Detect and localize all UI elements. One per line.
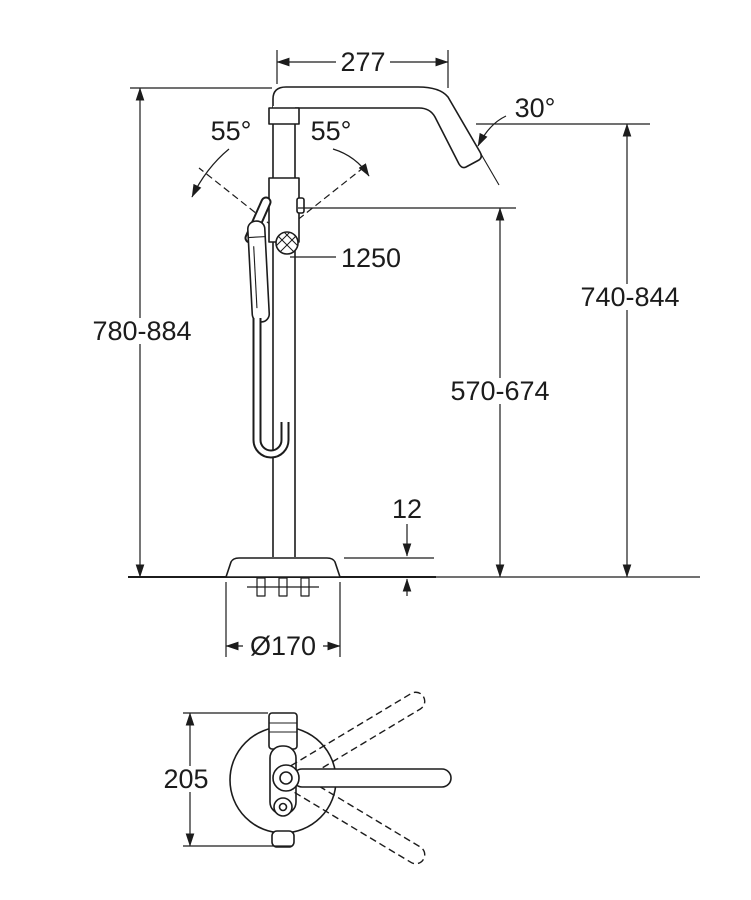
label-plan-depth: 205 (163, 764, 208, 794)
lever-pivot-inner (279, 771, 293, 785)
spout-union-nut (268, 107, 300, 125)
label-swivel-angle-left: 55° (211, 116, 252, 146)
label-swivel-angle-right: 55° (311, 116, 352, 146)
label-plate-thickness: 12 (392, 494, 422, 524)
label-spout-reach: 277 (340, 47, 385, 77)
dimension-spout-height (476, 123, 650, 578)
hand-shower-wand (247, 220, 271, 323)
spout-outline (272, 86, 483, 169)
spout-angle-reference-line (480, 153, 500, 186)
shower-holder-mount (268, 712, 298, 750)
label-spout-angle: 30° (515, 93, 556, 123)
dimension-labels: 277 55° 55° 30° 1250 780-884 740-844 570… (85, 47, 687, 794)
dimension-plate-thickness (344, 524, 434, 596)
label-spout-height: 740-844 (580, 282, 679, 312)
swivel-right-leader-arrow (332, 148, 370, 177)
label-hose-length: 1250 (341, 243, 401, 273)
holder-tab (271, 830, 295, 848)
label-holder-height: 570-674 (450, 376, 549, 406)
holder-union-nut (275, 231, 299, 255)
label-plate-diameter: Ø170 (250, 631, 316, 661)
plan-view (229, 691, 452, 865)
base-plate (225, 557, 341, 578)
fixing-bolts (247, 577, 319, 597)
elevation-view (128, 86, 700, 597)
shower-hose (252, 318, 290, 459)
lever-handle-top (292, 768, 452, 788)
swivel-left-leader-arrow (191, 148, 230, 198)
label-overall-height: 780-884 (92, 316, 191, 346)
spout-angle-leader-arrow (477, 115, 507, 147)
cartridge-body (268, 177, 300, 243)
spout-port-center (278, 802, 288, 812)
side-boss (296, 197, 305, 214)
column-body-fill (273, 106, 295, 558)
